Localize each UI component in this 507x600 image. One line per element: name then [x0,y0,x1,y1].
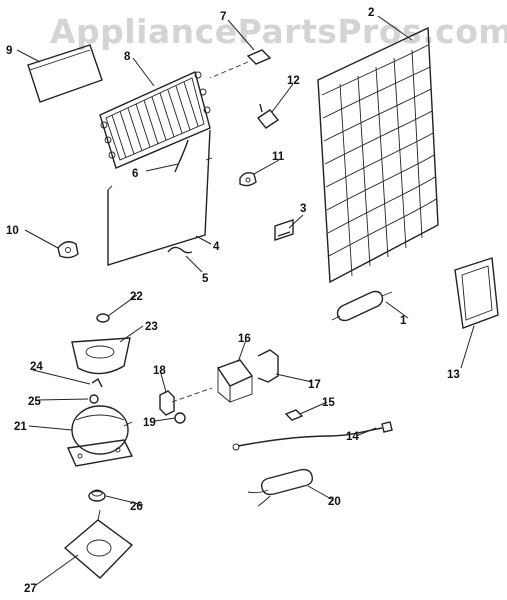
part-3-bracket [274,219,294,241]
label-13: 13 [447,369,460,381]
label-5: 5 [202,273,209,285]
label-24: 24 [30,361,43,373]
part-5-clip [167,246,193,254]
label-21: 21 [14,421,27,433]
part-11-grommet [239,171,257,187]
label-15: 15 [322,397,335,409]
part-21-compressor [66,405,134,467]
label-6: 6 [132,168,138,180]
label-26: 26 [130,501,143,513]
part-25-washer [89,394,99,404]
part-19-grommet [174,412,186,424]
label-22: 22 [130,291,143,303]
label-16: 16 [238,333,251,345]
label-25: 25 [28,396,41,408]
leader-lines [16,15,475,586]
part-4-frame [107,129,213,266]
part-20-capacitor [247,468,314,507]
part-10-grommet [57,241,79,259]
label-12: 12 [287,75,300,87]
label-11: 11 [272,151,285,163]
label-14: 14 [346,431,359,443]
part-15-clip [284,409,304,421]
part-22-nut [96,313,110,323]
part-1-drier [331,290,393,322]
label-18: 18 [153,365,166,377]
label-20: 20 [328,496,341,508]
part-23-cover [71,337,131,375]
part-16-overload [216,359,254,403]
part-6-tube [174,139,189,173]
evaporator-tubes [321,44,437,277]
part-2-evaporator [317,26,439,284]
part-14-cord [232,421,393,451]
label-19: 19 [143,417,156,429]
part-27-base [63,509,134,579]
part-8-coil [99,71,211,169]
label-23: 23 [145,321,158,333]
label-10: 10 [6,225,19,237]
label-3: 3 [300,203,306,215]
part-12-clip [256,103,280,129]
label-1: 1 [400,315,407,327]
part-9-panel [27,44,103,103]
coil-fins [111,81,199,159]
label-9: 9 [6,45,12,57]
label-4: 4 [213,241,220,253]
label-7: 7 [220,11,226,23]
label-8: 8 [124,51,131,63]
part-labels: 1 2 3 4 5 6 7 8 9 10 11 12 13 14 15 16 1… [6,7,460,595]
part-17-cover [257,349,279,383]
label-27: 27 [24,583,37,595]
part-26-grommet [88,489,106,502]
label-17: 17 [308,379,321,391]
part-18-relay [159,387,213,416]
watermark-text: AppliancePartsPros.com [50,12,507,51]
label-2: 2 [368,7,374,19]
part-24-clip [91,377,103,388]
part-13-cover [454,257,499,329]
part-7-clip [209,49,272,79]
